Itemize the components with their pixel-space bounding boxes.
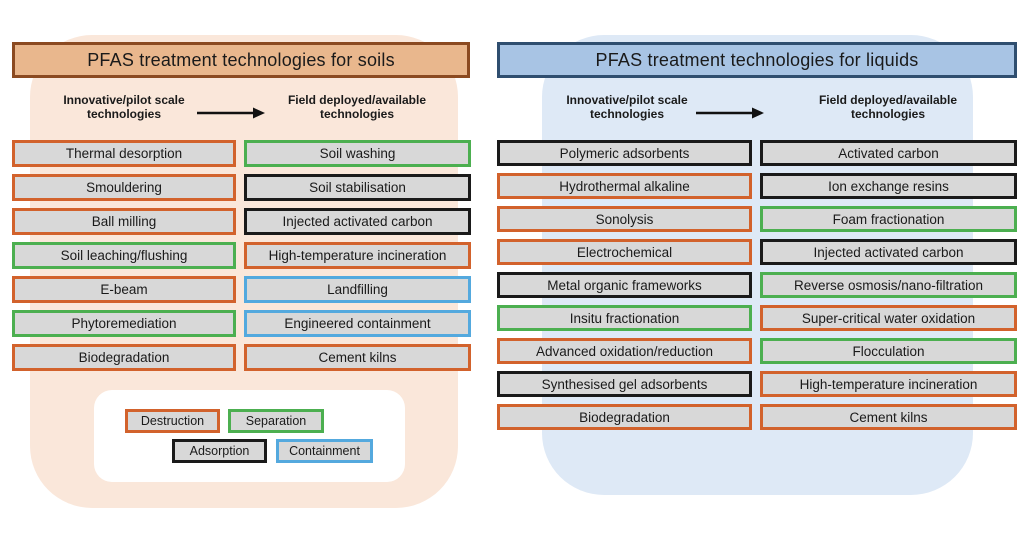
tech-box-engineered-containment: Engineered containment <box>244 310 471 337</box>
tech-box-reverse-osmosis-nano-filtration: Reverse osmosis/nano-filtration <box>760 272 1017 298</box>
soils-panel-title: PFAS treatment technologies for soils <box>12 42 470 78</box>
tech-box-sonolysis: Sonolysis <box>497 206 752 232</box>
soils-panel-title-text: PFAS treatment technologies for soils <box>87 49 395 70</box>
liquids-arrow-icon <box>696 107 764 119</box>
tech-box-metal-organic-frameworks: Metal organic frameworks <box>497 272 752 298</box>
tech-box-synthesised-gel-adsorbents: Synthesised gel adsorbents <box>497 371 752 397</box>
tech-box-electrochemical: Electrochemical <box>497 239 752 265</box>
tech-box-soil-washing: Soil washing <box>244 140 471 167</box>
tech-box-biodegradation: Biodegradation <box>497 404 752 430</box>
tech-box-injected-activated-carbon: Injected activated carbon <box>760 239 1017 265</box>
tech-box-flocculation: Flocculation <box>760 338 1017 364</box>
tech-box-soil-leaching-flushing: Soil leaching/flushing <box>12 242 236 269</box>
tech-box-cement-kilns: Cement kilns <box>244 344 471 371</box>
tech-box-cement-kilns: Cement kilns <box>760 404 1017 430</box>
soils-field-column-header: Field deployed/available technologies <box>287 93 427 121</box>
tech-box-phytoremediation: Phytoremediation <box>12 310 236 337</box>
tech-box-soil-stabilisation: Soil stabilisation <box>244 174 471 201</box>
tech-box-foam-fractionation: Foam fractionation <box>760 206 1017 232</box>
tech-box-landfilling: Landfilling <box>244 276 471 303</box>
tech-box-high-temperature-incineration: High-temperature incineration <box>244 242 471 269</box>
tech-box-ion-exchange-resins: Ion exchange resins <box>760 173 1017 199</box>
tech-box-ball-milling: Ball milling <box>12 208 236 235</box>
tech-box-thermal-desorption: Thermal desorption <box>12 140 236 167</box>
tech-box-hydrothermal-alkaline: Hydrothermal alkaline <box>497 173 752 199</box>
tech-box-e-beam: E-beam <box>12 276 236 303</box>
liquids-field-column-header: Field deployed/available technologies <box>818 93 958 121</box>
tech-box-injected-activated-carbon: Injected activated carbon <box>244 208 471 235</box>
legend-item-containment: Containment <box>276 439 373 463</box>
tech-box-polymeric-adsorbents: Polymeric adsorbents <box>497 140 752 166</box>
soils-arrow-icon <box>197 107 265 119</box>
tech-box-insitu-fractionation: Insitu fractionation <box>497 305 752 331</box>
liquids-panel-title: PFAS treatment technologies for liquids <box>497 42 1017 78</box>
liquids-innovative-column-header: Innovative/pilot scale technologies <box>566 93 688 121</box>
tech-box-advanced-oxidation-reduction: Advanced oxidation/reduction <box>497 338 752 364</box>
tech-box-super-critical-water-oxidation: Super-critical water oxidation <box>760 305 1017 331</box>
tech-box-activated-carbon: Activated carbon <box>760 140 1017 166</box>
tech-box-smouldering: Smouldering <box>12 174 236 201</box>
legend-item-separation: Separation <box>228 409 324 433</box>
tech-box-high-temperature-incineration: High-temperature incineration <box>760 371 1017 397</box>
tech-box-biodegradation: Biodegradation <box>12 344 236 371</box>
legend-item-adsorption: Adsorption <box>172 439 267 463</box>
soils-innovative-column-header: Innovative/pilot scale technologies <box>63 93 185 121</box>
legend-item-destruction: Destruction <box>125 409 220 433</box>
liquids-panel-title-text: PFAS treatment technologies for liquids <box>595 49 919 70</box>
